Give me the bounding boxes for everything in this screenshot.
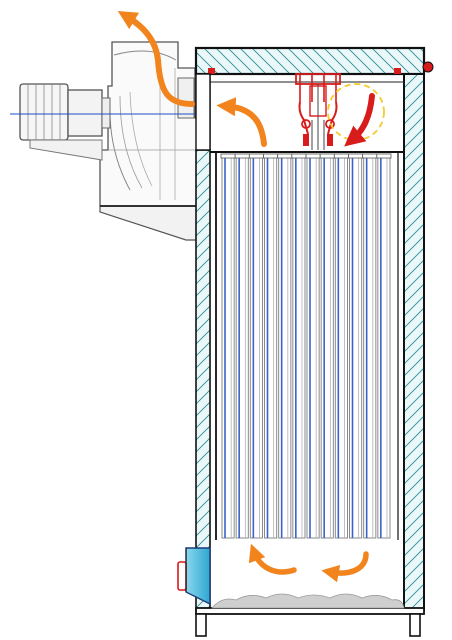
flow-clean-air-to-fan: [216, 97, 267, 147]
left-wall-insulation: [195, 149, 211, 611]
filter-cartridge: [220, 153, 236, 539]
pulse-cleaner-icon: [295, 73, 341, 150]
flow-exhaust-out: [117, 11, 195, 107]
filter-cartridge: [263, 153, 279, 539]
fan-icon: [99, 41, 203, 207]
filter-cartridge: [234, 153, 250, 539]
motor-bracket: [29, 139, 103, 161]
support-leg-right: [409, 613, 421, 637]
fan-base-frame: [99, 205, 203, 241]
roof-hinge: [422, 61, 434, 73]
filter-cartridge: [305, 153, 321, 539]
collector-housing: [194, 46, 434, 637]
fan-assembly: [10, 41, 205, 241]
flow-cleaning-pulse: [344, 93, 375, 147]
filter-cartridge: [277, 153, 293, 539]
filter-cartridge: [319, 153, 335, 539]
flow-dust-laden-inlet-right: [321, 551, 369, 583]
filter-cartridge: [291, 153, 307, 539]
right-wall-insulation: [403, 73, 425, 611]
filter-cartridge: [376, 153, 392, 539]
hopper-floor: [195, 607, 425, 615]
support-leg-left: [195, 613, 207, 637]
filter-cartridge: [248, 153, 264, 539]
roof-insulation: [194, 46, 426, 76]
access-door: [177, 547, 211, 606]
filter-cartridge: [348, 153, 364, 539]
filter-bank: [220, 153, 392, 539]
airflow-arrow-icon: [117, 11, 375, 583]
filter-cartridge: [362, 153, 378, 539]
dust-pile: [211, 593, 405, 609]
motor-icon: [19, 83, 111, 141]
flow-dust-laden-inlet-left: [248, 543, 297, 575]
filter-cartridge: [333, 153, 349, 539]
